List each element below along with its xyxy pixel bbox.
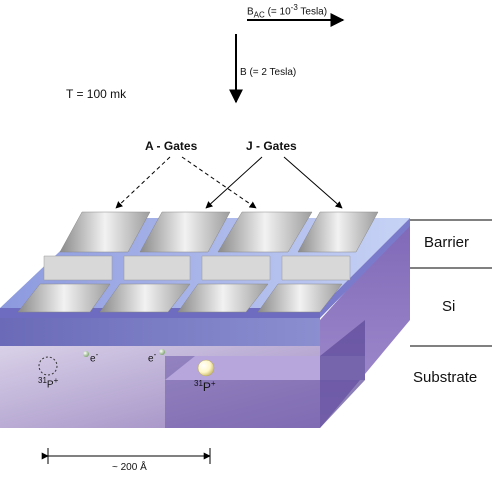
- substrate-label: Substrate: [413, 369, 478, 386]
- si-front: [0, 318, 320, 346]
- electron-left-label: e-: [90, 350, 99, 365]
- bac-label: BAC (= 10-3 Tesla): [247, 3, 328, 20]
- temperature-label: T = 100 mk: [66, 87, 127, 101]
- a-gate-pointer-1: [115, 156, 171, 209]
- scale-label: ~ 200 Å: [112, 462, 147, 473]
- gate-3: [177, 211, 313, 313]
- j-gates-label: J - Gates: [246, 139, 297, 153]
- gate-1: [17, 211, 151, 313]
- donor-left-label: 31P+: [38, 376, 59, 391]
- cutout-top: [165, 356, 365, 380]
- a-gates-label: A - Gates: [145, 139, 198, 153]
- a-gate-pointer-2: [181, 156, 257, 209]
- donor-right-ball: [197, 359, 215, 377]
- gate-2: [99, 211, 231, 313]
- cutout-right: [320, 320, 365, 428]
- donor-left-shell: [38, 356, 58, 376]
- b-field-label: B (= 2 Tesla): [240, 67, 297, 78]
- si-label: Si: [442, 298, 456, 315]
- barrier-side: [320, 218, 410, 318]
- donor-right-label: 31P+: [194, 379, 216, 394]
- j-gate-pointer-2: [283, 156, 343, 209]
- barrier-label: Barrier: [424, 234, 470, 251]
- gate-4: [257, 211, 379, 313]
- electron-left: [83, 351, 89, 357]
- j-gate-pointer-1: [205, 156, 263, 209]
- electron-right: [159, 349, 165, 355]
- electron-right-label: e-: [148, 350, 157, 365]
